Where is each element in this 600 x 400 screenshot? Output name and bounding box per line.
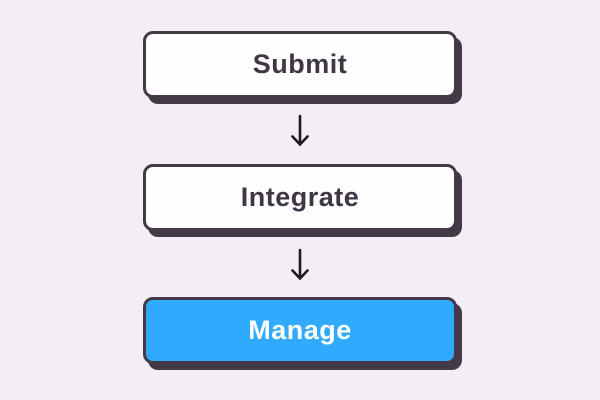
flow-node-label: Manage bbox=[248, 315, 352, 345]
flow-node-submit[interactable]: Submit bbox=[143, 31, 457, 98]
flow-node-manage[interactable]: Manage bbox=[143, 297, 457, 364]
flow-node-integrate[interactable]: Integrate bbox=[143, 164, 457, 231]
flow-node-label: Integrate bbox=[240, 182, 360, 212]
down-arrow-icon bbox=[289, 247, 311, 283]
flow-node-label: Submit bbox=[252, 49, 348, 79]
down-arrow-icon bbox=[289, 113, 311, 149]
